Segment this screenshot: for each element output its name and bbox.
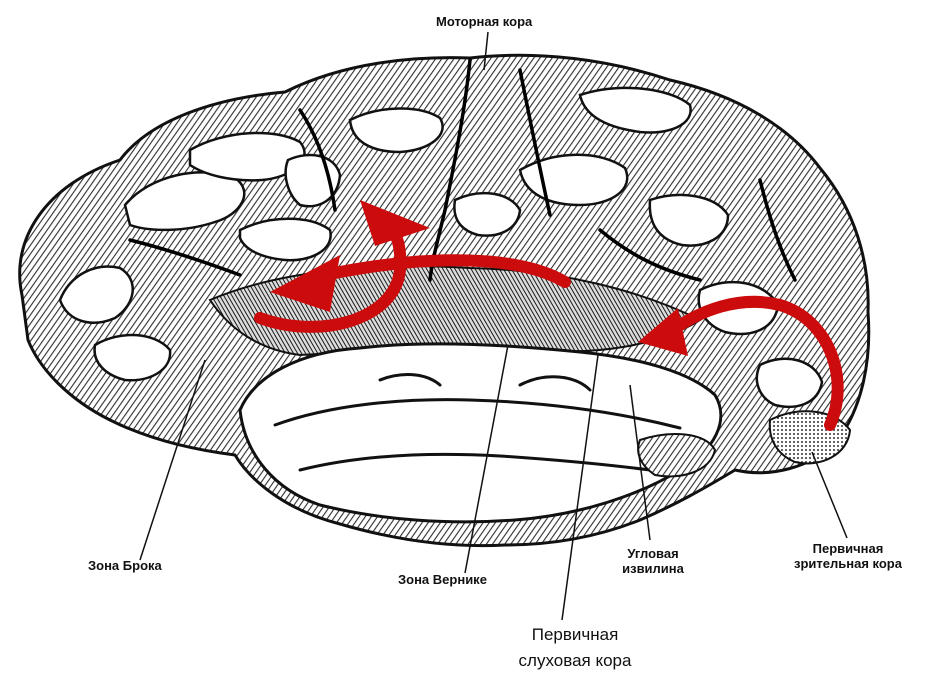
label-broca-area: Зона Брока	[88, 558, 162, 573]
label-wernicke-area: Зона Вернике	[398, 572, 487, 587]
label-angular-gyrus: Угловая извилина	[598, 546, 708, 576]
label-motor-cortex: Моторная кора	[436, 14, 532, 29]
label-primary-auditory-cortex: Первичная слуховая кора	[470, 622, 680, 674]
leader-visual	[812, 452, 847, 538]
label-primary-visual-cortex: Первичная зрительная кора	[778, 541, 918, 571]
